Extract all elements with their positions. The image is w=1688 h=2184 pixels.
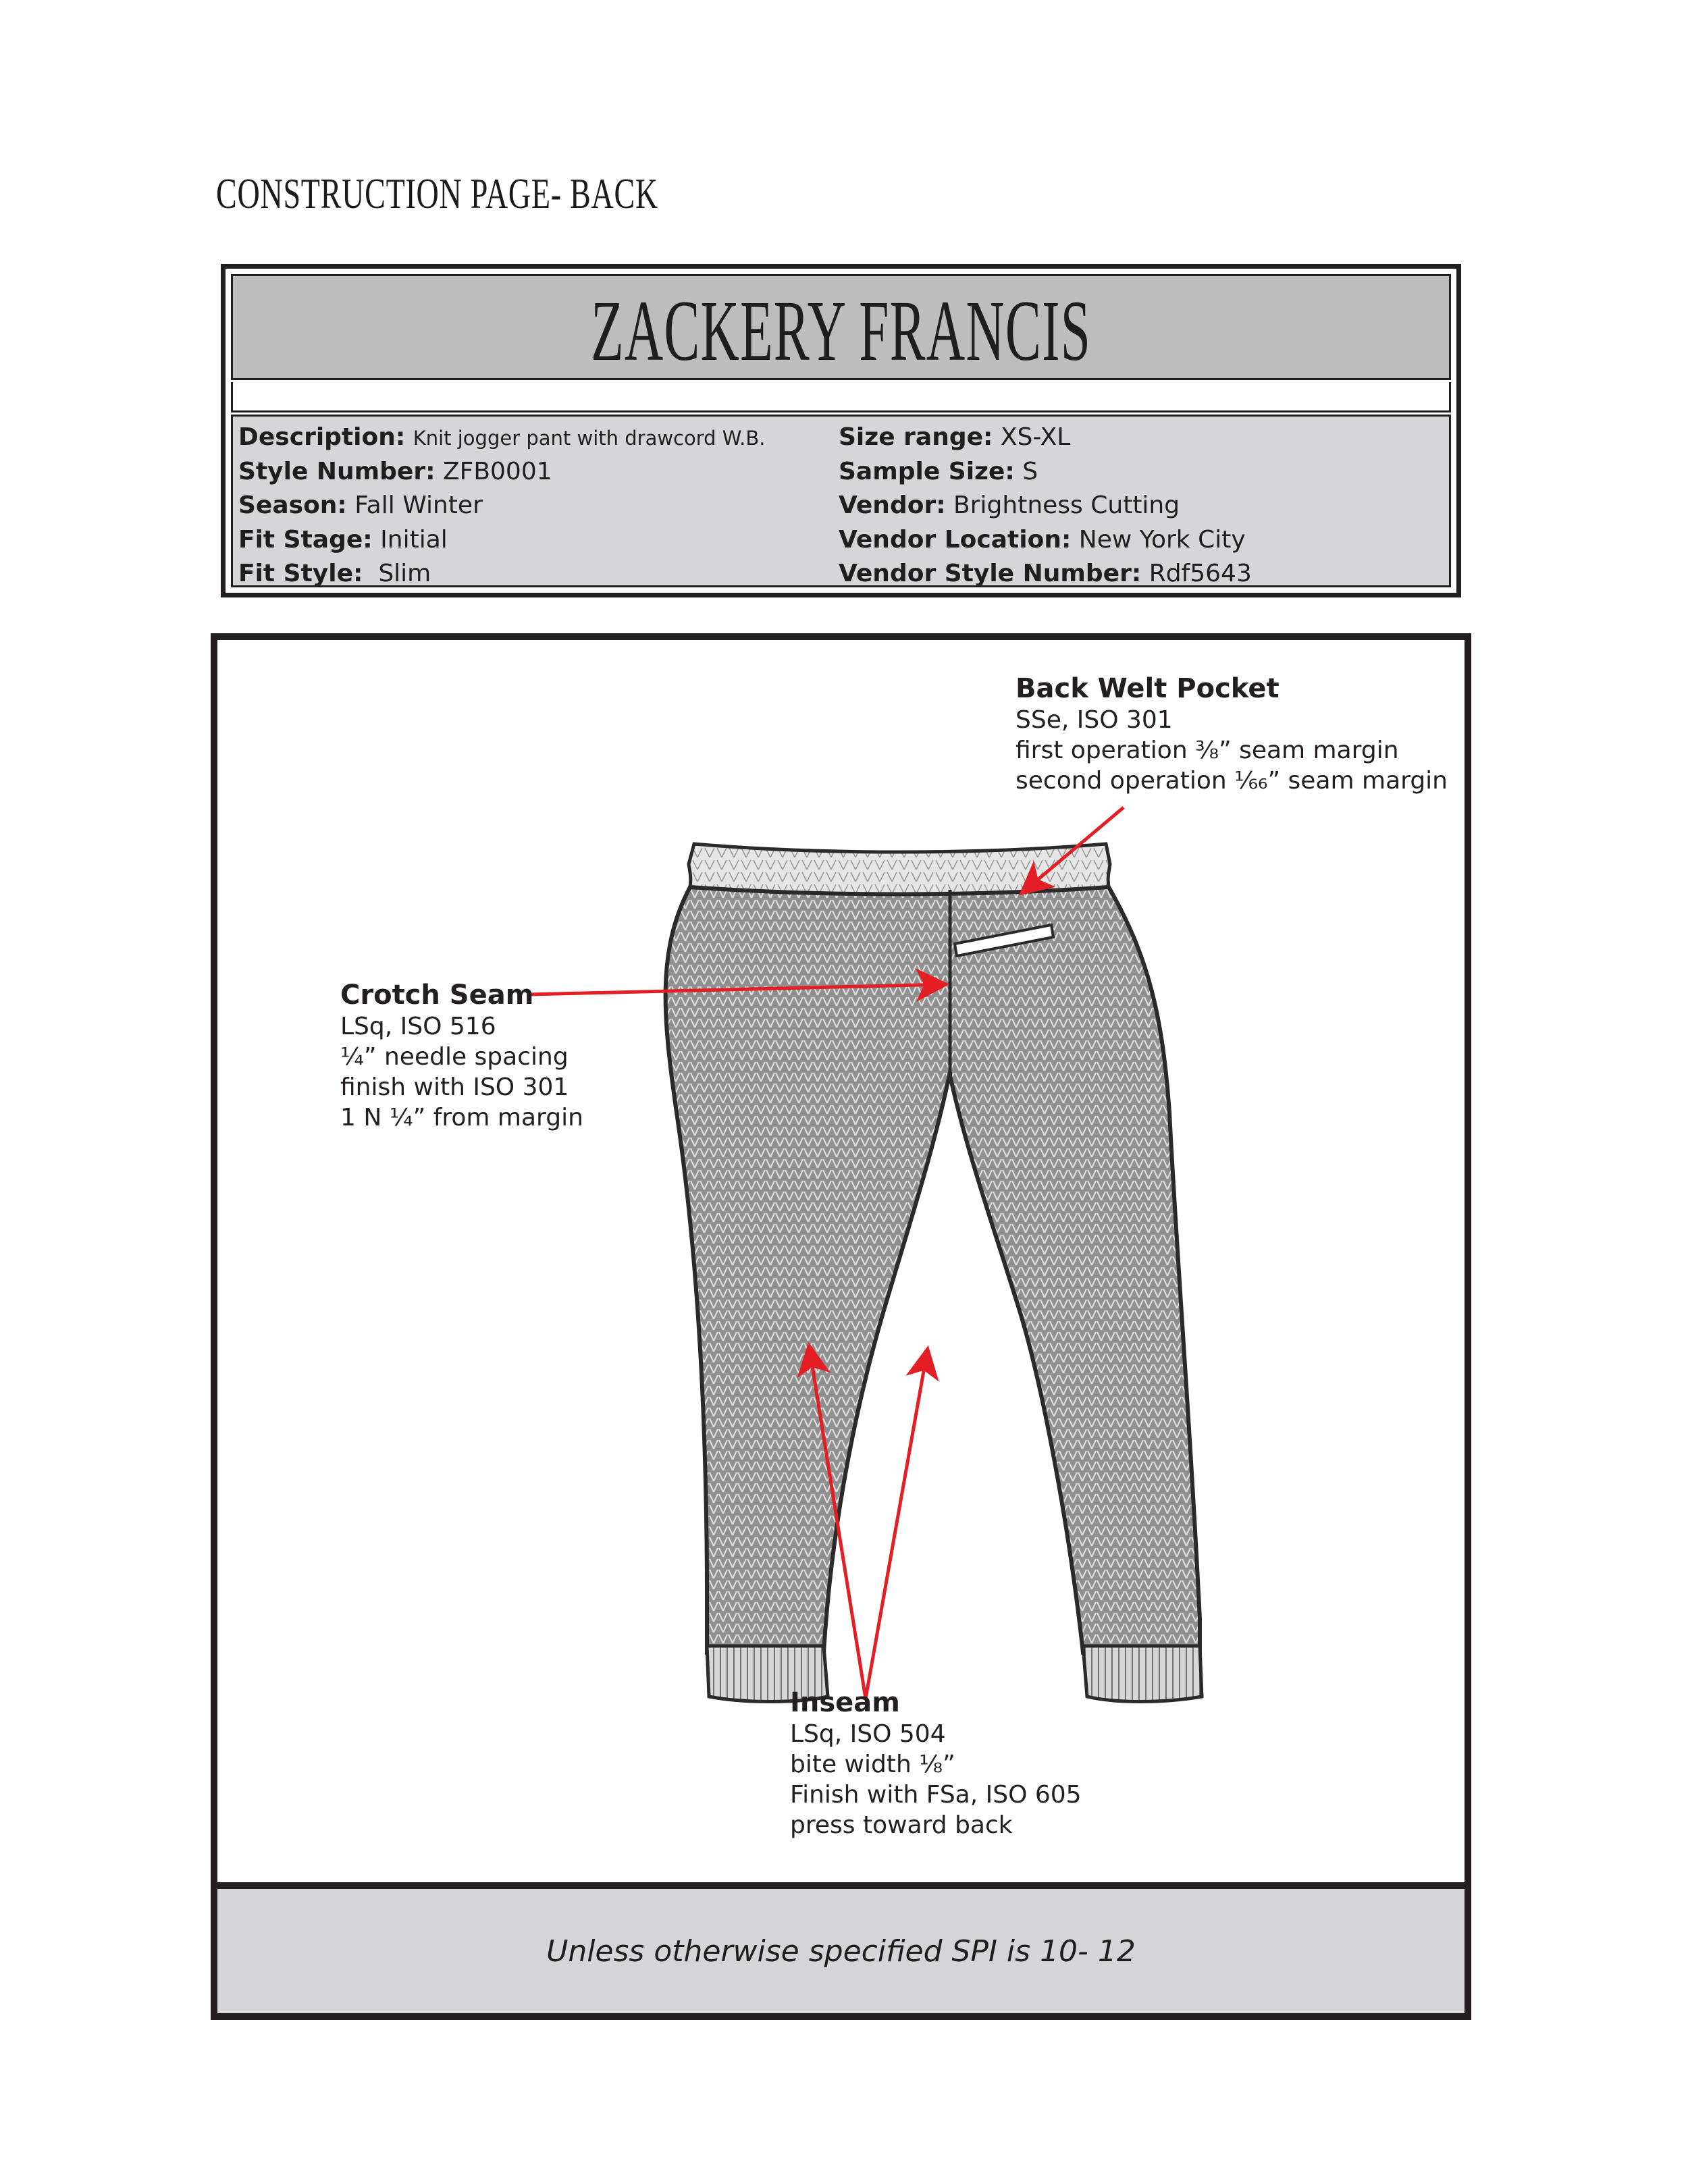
left-cuff <box>705 1644 830 1703</box>
spi-note: Unless otherwise specified SPI is 10- 12 <box>546 1934 1136 1969</box>
right-cuff <box>1081 1644 1204 1703</box>
crotch-seam-line: 1 N ¼” from margin <box>340 1104 583 1131</box>
inseam-line: LSq, ISO 504 <box>790 1720 946 1748</box>
inseam-line: Finish with FSa, ISO 605 <box>790 1781 1082 1809</box>
pocket-arrow <box>1018 806 1125 896</box>
sample-size-value: S <box>1022 457 1038 485</box>
back-welt-pocket-callout: Back Welt Pocket SSe, ISO 301 first oper… <box>1016 672 1448 796</box>
sample-size-label: Sample Size: <box>839 457 1015 485</box>
jogger-back-flat <box>529 806 1204 1703</box>
vendor-style-number-label: Vendor Style Number: <box>839 560 1142 587</box>
page-title: CONSTRUCTION PAGE- BACK <box>216 169 658 217</box>
crotch-seam-line: LSq, ISO 516 <box>340 1013 496 1040</box>
vendor-style-number-row: Vendor Style Number: Rdf5643 <box>839 557 1252 591</box>
crotch-seam-callout: Crotch Seam LSq, ISO 516 ¼” needle spaci… <box>340 979 583 1133</box>
vendor-location-label: Vendor Location: <box>839 525 1072 554</box>
spec-info-right: Size range: XS-XL Sample Size: S Vendor:… <box>839 421 1252 591</box>
back-welt-pocket-line: first operation ⅜” seam margin <box>1016 737 1399 764</box>
back-welt-pocket-line: SSe, ISO 301 <box>1016 706 1173 734</box>
welt-pocket <box>953 923 1055 958</box>
inseam-line: bite width ⅛” <box>790 1751 955 1778</box>
season-value: Fall Winter <box>354 491 483 519</box>
description-label: Description: <box>238 423 406 451</box>
waistband <box>687 842 1112 896</box>
vendor-style-number-value: Rdf5643 <box>1149 560 1252 587</box>
size-range-value: XS-XL <box>1000 423 1071 451</box>
construction-panel: Back Welt Pocket SSe, ISO 301 first oper… <box>211 633 1471 2020</box>
fit-style-value: Slim <box>378 560 431 587</box>
size-range-row: Size range: XS-XL <box>839 421 1252 455</box>
back-welt-pocket-title: Back Welt Pocket <box>1016 673 1280 704</box>
fit-stage-label: Fit Stage: <box>238 525 373 554</box>
inseam-arrow-right <box>864 1345 939 1699</box>
season-row: Season: Fall Winter <box>238 489 765 523</box>
inseam-arrow-left <box>797 1341 868 1699</box>
vendor-row: Vendor: Brightness Cutting <box>839 489 1252 523</box>
size-range-label: Size range: <box>839 423 993 451</box>
fit-stage-row: Fit Stage: Initial <box>238 523 765 558</box>
fit-stage-value: Initial <box>380 525 448 554</box>
spec-header: ZACKERY FRANCIS Description: Knit jogger… <box>221 264 1461 597</box>
description-row: Description: Knit jogger pant with drawc… <box>238 421 765 455</box>
footer-bar: Unless otherwise specified SPI is 10- 12 <box>217 1882 1465 2013</box>
vendor-location-row: Vendor Location: New York City <box>839 523 1252 558</box>
inseam-line: press toward back <box>790 1811 1013 1839</box>
style-number-label: Style Number: <box>238 457 436 485</box>
brand-name: ZACKERY FRANCIS <box>590 283 1092 379</box>
brand-bar: ZACKERY FRANCIS <box>231 274 1451 380</box>
vendor-location-value: New York City <box>1078 525 1246 554</box>
back-welt-pocket-line: second operation ⅙₆” seam margin <box>1016 767 1448 795</box>
sample-size-row: Sample Size: S <box>839 455 1252 489</box>
fit-style-label: Fit Style: <box>238 560 363 587</box>
vendor-label: Vendor: <box>839 491 946 519</box>
style-number-row: Style Number: ZFB0001 <box>238 455 765 489</box>
style-number-value: ZFB0001 <box>442 457 552 485</box>
season-label: Season: <box>238 491 347 519</box>
crotch-seam-line: ¼” needle spacing <box>340 1043 569 1071</box>
inseam-title: Inseam <box>790 1687 900 1718</box>
description-value: Knit jogger pant with drawcord W.B. <box>413 427 766 450</box>
pant-body <box>663 884 1202 1655</box>
crotch-seam-title: Crotch Seam <box>340 980 534 1011</box>
inseam-callout: Inseam LSq, ISO 504 bite width ⅛” Finish… <box>790 1686 1082 1840</box>
header-divider <box>231 382 1451 412</box>
spec-info-left: Description: Knit jogger pant with drawc… <box>238 421 765 591</box>
crotch-arrow <box>529 968 950 1003</box>
vendor-value: Brightness Cutting <box>953 491 1180 519</box>
spec-info: Description: Knit jogger pant with drawc… <box>231 415 1451 587</box>
crotch-seam-line: finish with ISO 301 <box>340 1073 569 1101</box>
fit-style-row: Fit Style: Slim <box>238 557 765 591</box>
